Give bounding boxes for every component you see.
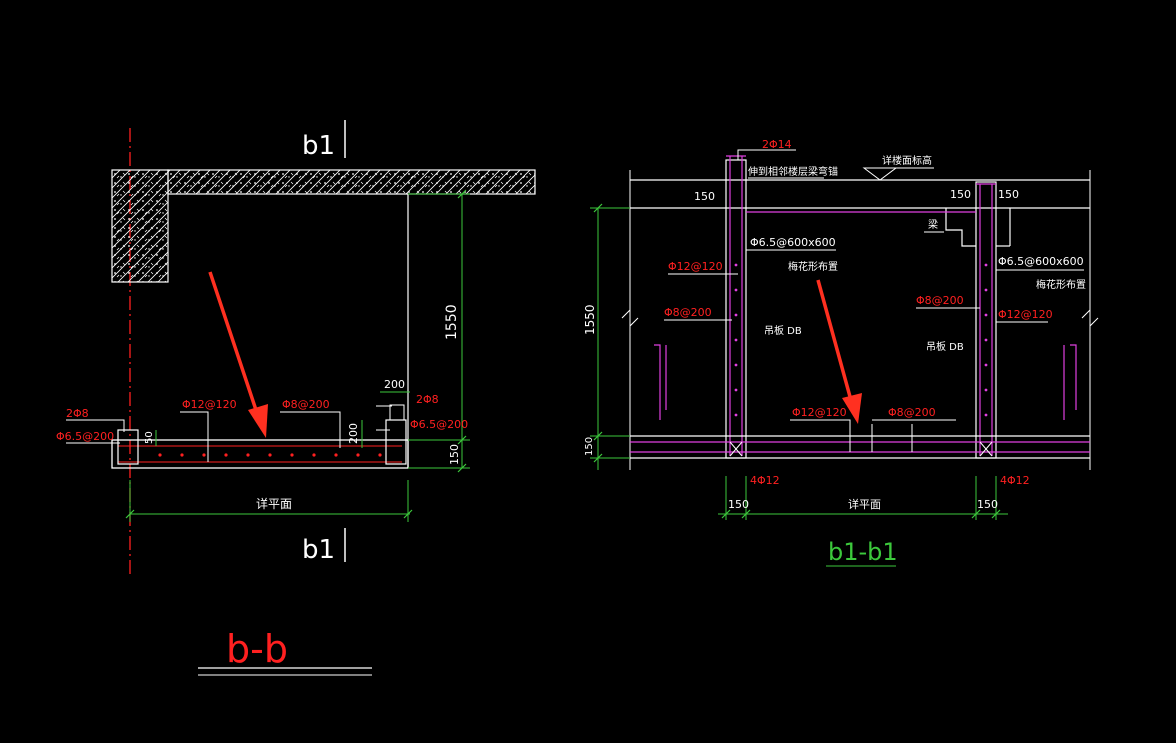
right-stirrup-inner — [389, 404, 405, 421]
beam-drop — [945, 208, 976, 247]
hanger-rebars — [726, 155, 996, 456]
dim-150-right: 150 — [584, 437, 595, 456]
label-beam: 梁 — [928, 218, 938, 231]
left-section-view: b1 b1 1550 150 200 200 50 2Φ8 Φ6.5@200 Φ… — [56, 120, 536, 676]
label-phi12-left-r: Φ12@120 — [668, 260, 723, 273]
label-phi8-right-r: Φ8@200 — [916, 294, 964, 307]
label-phi12: Φ12@120 — [182, 398, 237, 411]
label-phi65-left: Φ6.5@200 — [56, 430, 114, 443]
dim-top-150-a: 150 — [694, 190, 715, 203]
dimension-lines — [129, 193, 470, 522]
label-phi8-bot: Φ8@200 — [888, 406, 936, 419]
dim-50: 50 — [144, 431, 155, 444]
label-2phi8: 2Φ8 — [66, 407, 89, 420]
hanging-slab — [111, 439, 409, 469]
right-section-view: 2Φ14 伸到相邻楼层梁弯锚 详楼面标高 150 150 150 梁 Φ6.5@… — [583, 138, 1099, 567]
arrow-right-shaft — [816, 279, 854, 405]
dim-bot-150-a: 150 — [728, 498, 749, 511]
dim-200-side: 200 — [347, 423, 360, 444]
arrow-right-head — [842, 393, 862, 424]
label-phi12-right-r: Φ12@120 — [998, 308, 1053, 321]
label-2phi8-right: 2Φ8 — [416, 393, 439, 406]
elevation-marker — [862, 167, 898, 181]
label-quincunx-left: 梅花形布置 — [788, 260, 838, 273]
leader-phi8 — [280, 411, 341, 448]
plan-ref-right: 详平面 — [848, 497, 881, 511]
label-quincunx-right: 梅花形布置 — [1036, 278, 1086, 291]
hanger-cross-marks — [729, 441, 993, 457]
left-view-title: b-b — [226, 627, 288, 671]
label-phi65-left-r: Φ6.5@600x600 — [750, 236, 836, 249]
label-phi12-bot: Φ12@120 — [792, 406, 847, 419]
leader-2phi8 — [66, 419, 125, 432]
plan-ref-left: 详平面 — [256, 496, 292, 511]
dim-bot-150-b: 150 — [977, 498, 998, 511]
right-view-title: b1-b1 — [828, 538, 898, 566]
label-4phi12-right: 4Φ12 — [1000, 474, 1030, 487]
dim-top-150-b: 150 — [950, 188, 971, 201]
label-phi65-right-r: Φ6.5@600x600 — [998, 255, 1084, 268]
break-mark-right — [1081, 308, 1099, 328]
right-hanger — [975, 181, 997, 459]
dim-150-left: 150 — [448, 444, 461, 465]
label-phi65-right: Φ6.5@200 — [410, 418, 468, 431]
label-anchor: 伸到相邻楼层梁弯锚 — [748, 165, 838, 178]
label-db-right: 吊板 DB — [926, 340, 964, 353]
label-phi8: Φ8@200 — [282, 398, 330, 411]
right-dimension-lines — [590, 207, 1008, 520]
leader-phi12 — [180, 411, 209, 462]
annotation-arrows — [208, 271, 862, 438]
dim-top-150-c: 150 — [998, 188, 1019, 201]
section-mark-bottom: b1 — [302, 535, 335, 565]
label-db-left: 吊板 DB — [764, 324, 802, 337]
label-4phi12-left: 4Φ12 — [750, 474, 780, 487]
label-2phi14: 2Φ14 — [762, 138, 792, 151]
side-rebar-stubs — [654, 344, 1077, 420]
dim-200-top: 200 — [384, 378, 405, 391]
rebar-dots — [158, 453, 382, 457]
concrete-slab-speckle — [168, 170, 535, 194]
dim-1550-right: 1550 — [583, 304, 597, 335]
right-stirrup — [385, 419, 407, 465]
break-mark-left — [621, 308, 639, 328]
dim-1550-left: 1550 — [444, 304, 460, 340]
hanger-tie-dots — [734, 263, 988, 417]
arrow-left-shaft — [208, 271, 260, 417]
right-dimension-ticks — [593, 203, 1001, 519]
left-hanger — [725, 159, 747, 459]
right-leaders — [664, 149, 1084, 452]
dimension-ticks — [125, 189, 467, 519]
label-elevation: 详楼面标高 — [882, 154, 932, 167]
section-mark-top: b1 — [302, 131, 335, 161]
concrete-wall-speckle — [112, 170, 168, 282]
label-phi8-left-r: Φ8@200 — [664, 306, 712, 319]
left-stirrup — [117, 429, 139, 465]
arrow-left-head — [248, 404, 268, 438]
